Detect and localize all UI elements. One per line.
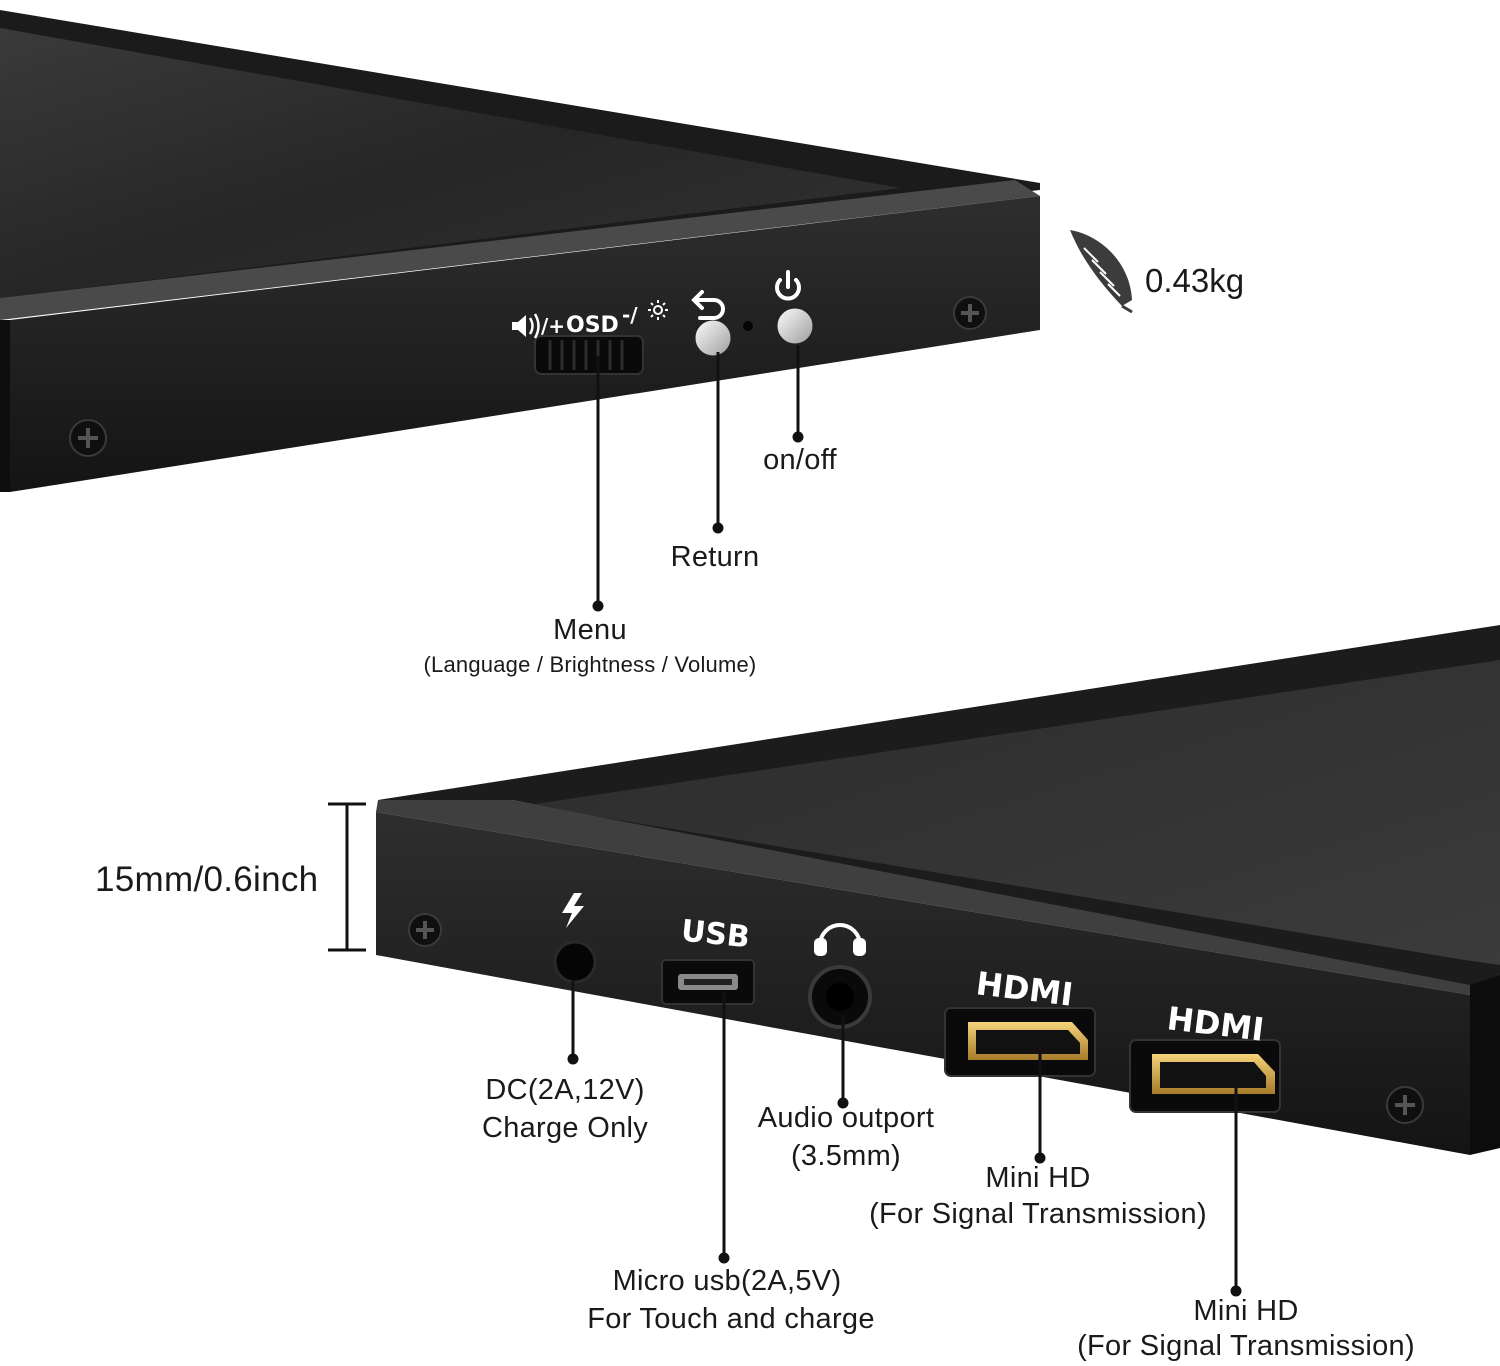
top-monitor: /+ OSD -/ — [0, 0, 1040, 492]
thickness-label: 15mm/0.6inch — [95, 860, 319, 899]
power-icon — [775, 270, 801, 301]
top-monitor-left-edge — [0, 320, 10, 492]
dc-label-line2: Charge Only — [481, 1112, 649, 1144]
usb-label-line2: For Touch and charge — [587, 1303, 875, 1335]
screw — [69, 419, 107, 457]
usb-label-line1: Micro usb(2A,5V) — [612, 1265, 842, 1297]
menu-label: Menu — [553, 614, 627, 646]
bottom-monitor-screen — [528, 660, 1500, 965]
dc-port — [553, 940, 597, 984]
weight-value: 0.43kg — [1145, 262, 1245, 299]
indicator-led — [743, 321, 753, 331]
callout-lines-bottom — [567, 980, 1242, 1297]
volume-icon — [512, 313, 540, 339]
osd-marking-suffix: -/ — [622, 303, 638, 327]
return-icon — [691, 290, 725, 320]
lightning-icon — [562, 893, 584, 928]
return-button — [692, 317, 734, 359]
hdmi2-label-line1: Mini HD — [1193, 1295, 1299, 1327]
hdmi2-label-line2: (For Signal Transmission) — [1077, 1330, 1415, 1362]
bottom-monitor-top-edge — [376, 800, 1470, 995]
dc-label-line1: DC(2A,12V) — [485, 1074, 645, 1106]
power-label: on/off — [763, 444, 837, 476]
osd-marking-prefix: /+ — [541, 314, 565, 338]
return-label: Return — [670, 541, 760, 573]
top-monitor-top-edge — [0, 180, 1040, 320]
usb-marking: USB — [679, 913, 752, 956]
screw — [408, 913, 442, 947]
top-monitor-side-edge — [10, 196, 1040, 492]
power-button — [774, 305, 816, 347]
hdmi1-label-line2: (For Signal Transmission) — [869, 1198, 1207, 1230]
audio-label-line1: Audio outport — [757, 1102, 935, 1134]
bottom-monitor — [376, 625, 1500, 1155]
headphones-icon — [814, 923, 866, 956]
hdmi1-label-line1: Mini HD — [985, 1162, 1091, 1194]
menu-sublabel: (Language / Brightness / Volume) — [423, 652, 757, 677]
feather-icon — [1070, 230, 1133, 314]
callout-lines-top — [592, 345, 804, 612]
screw — [1386, 1086, 1424, 1124]
bottom-monitor-corner — [1470, 975, 1500, 1155]
brightness-icon — [648, 300, 668, 320]
screw — [953, 296, 987, 330]
osd-wheel-marking: OSD — [566, 313, 619, 338]
thickness-bracket — [328, 802, 366, 952]
top-monitor-screen — [0, 28, 900, 298]
audio-label-line2: (3.5mm) — [790, 1140, 902, 1172]
